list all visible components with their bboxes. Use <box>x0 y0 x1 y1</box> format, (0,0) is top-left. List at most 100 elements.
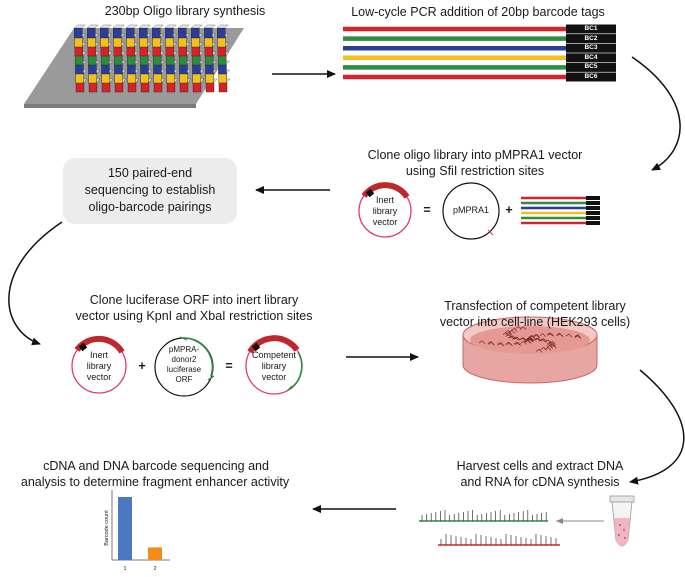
oligo-block-top <box>203 24 216 29</box>
oligo-block <box>139 36 148 48</box>
oligo-block <box>113 45 123 57</box>
barcode-tag <box>566 72 616 82</box>
cell-mark <box>528 335 535 339</box>
step7-title-line1: Harvest cells and extract DNA <box>456 459 624 473</box>
plasmid-competent-label: Competent library vector <box>244 350 304 383</box>
dna-reads-red <box>438 534 560 546</box>
label-line: vector <box>86 372 112 382</box>
step7-title-line2: and RNA for cDNA synthesis <box>460 475 620 489</box>
step4-line3: oligo-barcode pairings <box>88 200 212 214</box>
oligo-block <box>126 36 135 48</box>
oligo-block <box>100 54 110 66</box>
oligo-block <box>192 81 202 93</box>
oligo-block <box>179 63 188 75</box>
oligo-block <box>140 63 149 75</box>
barcode-tag-small <box>586 206 600 210</box>
plasmid-inert-2 <box>71 335 127 394</box>
oligo-block <box>127 63 136 75</box>
label-line: Inert <box>89 350 108 360</box>
cell-mark <box>488 341 495 346</box>
oligo-block <box>87 45 97 57</box>
oligo-block <box>74 54 84 66</box>
step3-title-line2: using SfiI restriction sites <box>405 164 545 178</box>
oligo-block <box>101 81 111 93</box>
plasmid-inert-2-label: Inert library vector <box>69 350 129 383</box>
cell-mark <box>513 336 521 341</box>
label-line: Inert <box>375 195 394 205</box>
oligo-block-top <box>99 24 112 29</box>
arrow-6-to-7 <box>629 369 685 485</box>
cell-mark <box>565 333 573 338</box>
step8-title-line1: cDNA and DNA barcode sequencing and <box>43 459 269 473</box>
oligo-block <box>165 36 174 48</box>
cell-mark <box>533 337 541 342</box>
cell-mark <box>520 340 527 345</box>
cell-mark <box>574 334 581 338</box>
cell-mark <box>507 335 515 340</box>
oligo-block <box>217 45 227 57</box>
cell-mark <box>514 342 522 346</box>
oligo-block <box>204 36 213 48</box>
barcoded-oligos-small <box>521 196 600 225</box>
cell-mark <box>506 342 513 347</box>
cell-mark <box>498 342 505 347</box>
oligo-block-top <box>125 24 138 29</box>
step4-line2: sequencing to establish <box>84 183 216 197</box>
oligo-block-top <box>190 24 203 29</box>
oligo-block <box>75 63 84 75</box>
cell-mark <box>547 332 555 337</box>
cell-mark <box>519 337 526 342</box>
chart-bar-1 <box>118 497 132 560</box>
arrow-4-to-5 <box>8 221 63 346</box>
barcode-tag <box>566 24 616 34</box>
oligo-block <box>74 45 84 57</box>
plasmid-donor <box>154 336 215 397</box>
label-line: ORF <box>175 375 193 384</box>
oligo-block <box>166 81 176 93</box>
oligo-block <box>179 81 189 93</box>
cell-mark <box>544 346 552 351</box>
oligo-block <box>218 81 228 93</box>
oligo-block <box>179 72 188 84</box>
cell-mark <box>574 335 582 339</box>
cell-mark <box>512 336 519 341</box>
oligo-block <box>87 54 97 66</box>
oligo-block-top <box>138 24 151 29</box>
cell-mark <box>513 341 520 346</box>
oligo-block <box>191 45 201 57</box>
equals-sign-2: = <box>225 359 233 373</box>
oligo-block <box>218 63 227 75</box>
oligo-block <box>152 54 162 66</box>
barcode-tag <box>566 34 616 44</box>
oligo-block-top <box>177 24 190 29</box>
oligo-block <box>152 27 161 39</box>
barcode-tag <box>566 62 616 72</box>
oligo-block <box>87 27 96 39</box>
oligo-block <box>191 36 200 48</box>
oligo-block-top <box>86 24 99 29</box>
cell-mark <box>535 337 542 342</box>
oligo-block <box>218 72 227 84</box>
oligo-block <box>204 54 214 66</box>
step8-title-line2: analysis to determine fragment enhancer … <box>20 475 290 489</box>
oligo-block <box>204 27 213 39</box>
label-line: pMPRA- <box>168 345 200 354</box>
barcode-tag-small <box>586 216 600 220</box>
oligo-block <box>192 63 201 75</box>
cdna-reads-green <box>419 510 548 522</box>
label-line: library <box>372 206 398 216</box>
oligo-block <box>178 36 187 48</box>
oligo-block <box>114 81 124 93</box>
barcode-tag-small <box>586 196 600 200</box>
label-line: vector <box>261 372 287 382</box>
oligo-block <box>153 63 162 75</box>
oligo-block <box>139 27 148 39</box>
cell-mark <box>540 347 547 351</box>
arrow-2-to-3 <box>631 56 681 171</box>
oligo-block-top <box>216 24 229 29</box>
label-line: library <box>261 361 287 371</box>
oligo-block <box>101 72 110 84</box>
barcode-tag-small <box>586 201 600 205</box>
cell-mark <box>549 340 556 345</box>
